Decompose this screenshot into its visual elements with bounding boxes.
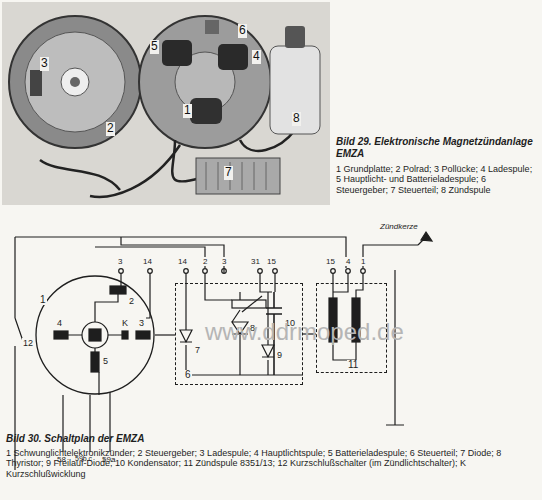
callout-number: 7: [194, 345, 201, 355]
diode: [262, 345, 274, 357]
pin-number: 14: [177, 257, 188, 266]
figure-legend: 1 Schwunglichtelektronikzünder; 2 Steuer…: [6, 448, 536, 479]
figure-legend: 1 Grundplatte; 2 Polrad; 3 Pollücke; 4 L…: [336, 164, 536, 195]
pin-number: 15: [325, 257, 336, 266]
node-label: 11: [347, 360, 359, 370]
pin-number: 1: [360, 257, 366, 266]
figure-title: Bild 29. Elektronische Magnetzündanlage …: [336, 136, 536, 159]
pin-number: 2: [202, 257, 208, 266]
cable: [40, 160, 120, 190]
callout-number: 5: [102, 356, 109, 366]
generator-circle: 1: [35, 275, 155, 395]
callout-number: 9: [276, 350, 283, 360]
node-label: 6: [184, 370, 192, 380]
pin-number: 4: [345, 257, 351, 266]
callout-number: 3: [40, 57, 49, 71]
pin-number: 14: [142, 257, 153, 266]
control-unit-box: 6: [175, 283, 303, 385]
spark-plug: [418, 232, 432, 245]
steuergeber: [205, 20, 219, 34]
wire-connector: [155, 334, 175, 335]
callout-number: 3: [138, 318, 145, 328]
watermark: www.ddrmoped.de: [205, 318, 404, 346]
coil: [190, 98, 222, 124]
diode: [180, 330, 192, 342]
cable: [90, 130, 295, 197]
ground: [386, 270, 404, 425]
pot-arrow: [242, 296, 262, 312]
photo: [2, 2, 330, 205]
callout-number: K: [121, 318, 129, 328]
polrad-inner: [25, 32, 125, 132]
pin-number: 15: [266, 257, 277, 266]
ignition-coil-box: 11: [316, 283, 387, 373]
callout-number: 4: [56, 318, 63, 328]
circle-outline: [35, 275, 155, 395]
steuerteil: [196, 158, 280, 194]
zuendspule: [270, 46, 320, 134]
coil-cap: [285, 26, 305, 48]
grundplatte: [139, 16, 271, 148]
callout-number: 4: [252, 50, 261, 64]
terminals: [119, 269, 366, 274]
polluecke: [30, 70, 42, 96]
figure-caption: Bild 30. Schaltplan der EMZA: [6, 433, 144, 445]
callout-number: 8: [292, 112, 301, 126]
hub: [61, 68, 89, 96]
photo-ground: [2, 2, 330, 205]
pin-number: 31: [250, 257, 261, 266]
polrad: [9, 16, 141, 148]
node-label: 1: [39, 295, 47, 305]
callout-number: 7: [224, 166, 233, 180]
callout-number: 12: [22, 338, 34, 348]
coil: [162, 40, 192, 66]
ribs: [206, 162, 266, 190]
coil: [218, 44, 248, 70]
callout-number: 2: [128, 296, 135, 306]
pin-number: 3: [221, 257, 227, 266]
terminal-label: Zündkerze: [380, 222, 418, 231]
hub-center: [70, 77, 80, 87]
callout-number: 6: [238, 24, 247, 38]
pin-number: 3: [117, 257, 123, 266]
callout-number: 5: [150, 40, 159, 54]
wires: [333, 273, 363, 360]
callout-number: 2: [106, 122, 115, 136]
callout-number: 1: [183, 104, 192, 118]
